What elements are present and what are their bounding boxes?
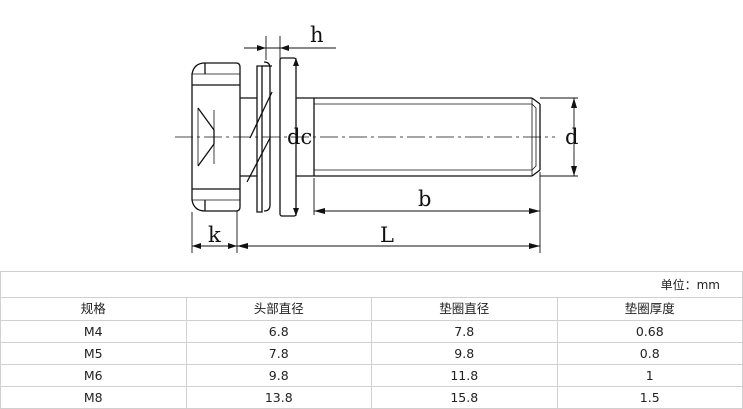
spring-washer [246, 61, 273, 213]
label-h: h [310, 23, 324, 47]
header-washer-diameter: 垫圈直径 [371, 297, 558, 321]
label-dc: dc [287, 125, 312, 149]
cell: M5 [0, 342, 187, 365]
header-washer-thickness: 垫圈厚度 [556, 297, 743, 321]
table-row: M8 13.8 15.8 1.5 [0, 386, 743, 409]
header-head-diameter: 头部直径 [185, 297, 372, 321]
spec-table: 规格 头部直径 垫圈直径 垫圈厚度 M4 6.8 7.8 0.68 M5 7.8… [0, 297, 743, 409]
cell: M6 [0, 364, 187, 387]
label-k: k [208, 223, 221, 247]
header-spec: 规格 [0, 297, 187, 321]
cell: 0.68 [556, 320, 743, 343]
screw-drawing: h dc d b k L [175, 23, 578, 253]
threaded-shank [313, 97, 541, 177]
shank [240, 97, 257, 177]
cell: 9.8 [185, 364, 372, 387]
cell: M4 [0, 320, 187, 343]
cell: 15.8 [371, 386, 558, 409]
table-header-row: 规格 头部直径 垫圈直径 垫圈厚度 [0, 297, 743, 321]
hex-head [191, 62, 241, 212]
label-b: b [418, 187, 431, 211]
cell: 13.8 [185, 386, 372, 409]
label-d: d [565, 125, 578, 149]
label-L: L [380, 223, 394, 247]
cell: 6.8 [185, 320, 372, 343]
cell: 0.8 [556, 342, 743, 365]
cell: M8 [0, 386, 187, 409]
table-row: M4 6.8 7.8 0.68 [0, 320, 743, 343]
table-row: M6 9.8 11.8 1 [0, 364, 743, 387]
unit-row: 单位：mm [0, 271, 743, 297]
dimension-lines [192, 47, 575, 247]
cell: 11.8 [371, 364, 558, 387]
unit-label: 单位：mm [660, 278, 720, 292]
cell: 9.8 [371, 342, 558, 365]
spec-table-section: 单位：mm 规格 头部直径 垫圈直径 垫圈厚度 M4 6.8 7.8 0.68 … [0, 271, 743, 409]
cell: 1 [556, 364, 743, 387]
cell: 7.8 [185, 342, 372, 365]
arrowheads [192, 45, 577, 249]
extension-lines [191, 36, 578, 253]
cell: 1.5 [556, 386, 743, 409]
cell: 7.8 [371, 320, 558, 343]
table-row: M5 7.8 9.8 0.8 [0, 342, 743, 365]
